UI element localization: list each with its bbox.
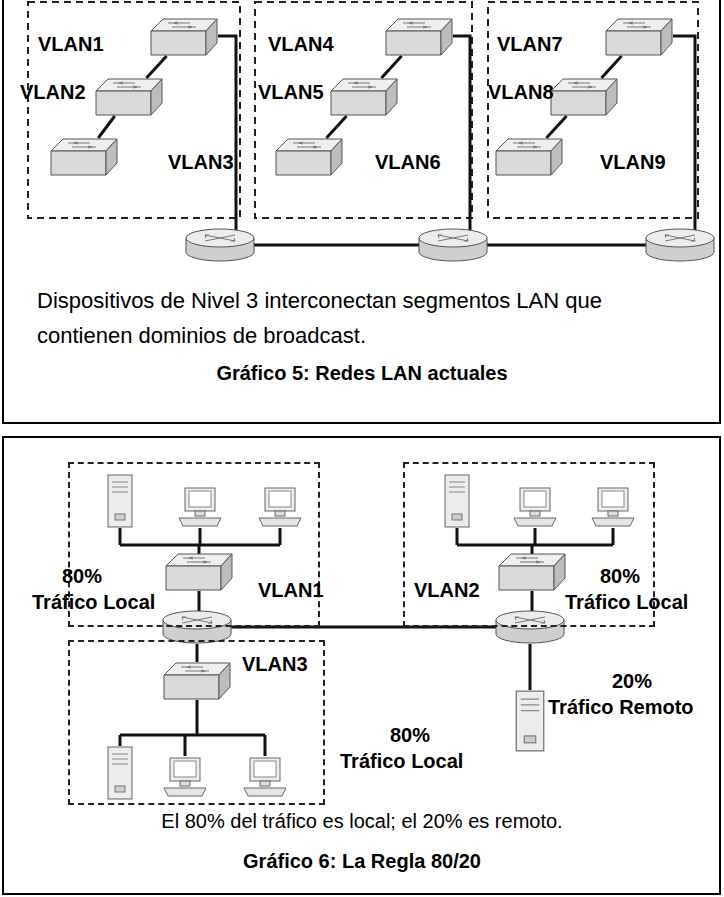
switch-node: VLAN6 — [275, 138, 343, 176]
switch-symbol — [386, 19, 452, 55]
router-symbol — [646, 229, 714, 261]
vlan-label: VLAN8 — [488, 80, 554, 104]
switch-symbol — [499, 554, 565, 590]
switch-node: VLAN8 — [550, 78, 618, 116]
vlan-group-box — [488, 2, 698, 218]
router-link — [529, 644, 532, 690]
switch-symbol — [551, 79, 617, 115]
vlan-group-box — [255, 2, 472, 218]
wiring — [120, 36, 695, 756]
switch-node: VLAN9 — [495, 138, 563, 176]
pc-symbol — [592, 488, 634, 526]
uplink-wire — [218, 36, 236, 240]
switch-node: VLAN1 — [150, 18, 218, 56]
switch-symbol — [495, 138, 563, 176]
traffic-note: 80% Tráfico Local — [565, 563, 705, 615]
switch-symbol — [550, 78, 618, 116]
traffic-note: 80% Tráfico Local — [32, 563, 168, 615]
pc-symbol — [244, 758, 286, 796]
switch-node: VLAN3 — [50, 138, 118, 176]
switch-symbol — [605, 18, 673, 56]
vlan-label: VLAN7 — [497, 32, 563, 56]
vlan-label: VLAN3 — [242, 652, 308, 676]
vlan-group-box — [28, 2, 240, 218]
switch-symbol — [151, 19, 217, 55]
switch-symbol — [95, 78, 163, 116]
figure-description: Dispositivos de Nivel 3 interconectan se… — [37, 283, 657, 353]
vlan-label: VLAN1 — [38, 32, 104, 56]
switch-link — [381, 56, 401, 78]
vlan-label: VLAN2 — [20, 80, 86, 104]
switch-symbol — [331, 79, 397, 115]
switch-node: VLAN7 — [605, 18, 673, 56]
router-symbol — [163, 611, 231, 643]
server-symbol — [445, 475, 469, 527]
vlan-label: VLAN3 — [168, 150, 234, 174]
vlan-label: VLAN1 — [258, 578, 324, 602]
traffic-note: 20% Tráfico Remoto — [548, 668, 706, 720]
server-symbol — [108, 747, 132, 799]
vlan-label: VLAN4 — [268, 32, 334, 56]
figure-description: El 80% del tráfico es local; el 20% es r… — [0, 808, 724, 834]
pc-symbol — [259, 488, 301, 526]
switch-symbol — [164, 663, 230, 699]
switch-symbol — [276, 139, 342, 175]
switch-symbol — [385, 18, 453, 56]
switch-symbol — [496, 139, 562, 175]
switch-link — [601, 56, 621, 78]
switch-symbol — [51, 139, 117, 175]
switch-node: VLAN2 — [95, 78, 163, 116]
switch-node: VLAN5 — [330, 78, 398, 116]
pc-symbol — [179, 488, 221, 526]
figure-caption: Gráfico 5: Redes LAN actuales — [0, 360, 724, 386]
switch-link — [146, 56, 166, 78]
pc-symbol — [514, 488, 556, 526]
vlan-label: VLAN9 — [600, 150, 666, 174]
remote-server-symbol — [516, 691, 544, 751]
panel-frame — [3, 0, 720, 423]
switch-symbol — [96, 79, 162, 115]
switch-symbol — [606, 19, 672, 55]
router-symbol — [186, 229, 254, 261]
switch-symbol — [166, 554, 232, 590]
vlan-box: VLAN3 — [68, 640, 325, 805]
vlan-label: VLAN2 — [414, 578, 480, 602]
switch-symbol — [150, 18, 218, 56]
server-symbol — [108, 475, 132, 527]
switch-symbol — [330, 78, 398, 116]
vlan-label: VLAN5 — [258, 80, 324, 104]
uplink-wire — [673, 36, 695, 240]
switch-link — [98, 116, 115, 138]
switch-link — [546, 116, 566, 138]
figure-caption: Gráfico 6: La Regla 80/20 — [0, 848, 724, 874]
switch-symbol — [275, 138, 343, 176]
uplink-wire — [453, 36, 470, 240]
router-symbol — [496, 611, 564, 643]
traffic-note: 80% Tráfico Local — [340, 722, 476, 774]
router-symbol — [419, 229, 487, 261]
switch-link — [326, 116, 346, 138]
pc-symbol — [164, 758, 206, 796]
vlan-label: VLAN6 — [375, 150, 441, 174]
switch-node: VLAN4 — [385, 18, 453, 56]
switch-symbol — [50, 138, 118, 176]
